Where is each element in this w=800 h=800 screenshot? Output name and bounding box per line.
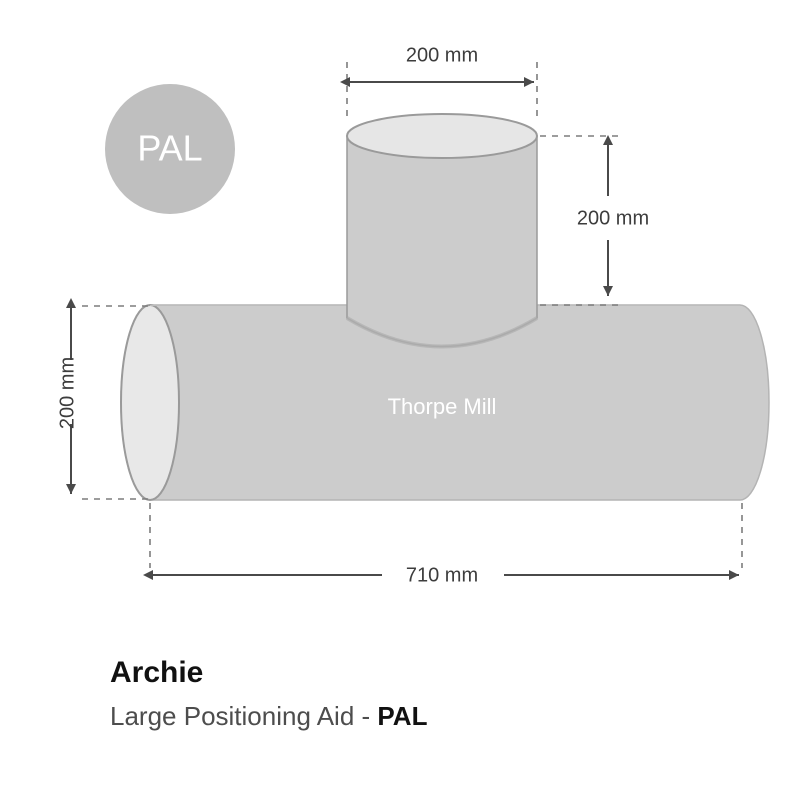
- horizontal-cylinder: [120, 304, 770, 501]
- product-subtitle: Large Positioning Aid - PAL: [110, 701, 428, 731]
- pal-badge: PAL: [105, 84, 235, 214]
- pal-badge-circle: [105, 84, 235, 214]
- dimension-label-run-length: 710 mm: [406, 564, 478, 586]
- vertical-cylinder-top-ellipse: [346, 113, 538, 159]
- dimension-branch-height: 200 mm: [540, 135, 649, 306]
- vertical-cylinder-saddle-shadow: [345, 316, 539, 349]
- dimension-label-branch-height: 200 mm: [577, 207, 649, 229]
- dimension-label-run-diameter: 200 mm: [56, 357, 78, 429]
- product-title: Archie: [110, 656, 203, 689]
- product-subtitle-code: PAL: [377, 701, 427, 731]
- product-body-label: Thorpe Mill: [388, 394, 497, 419]
- dimension-run-length: 710 mm: [143, 503, 743, 586]
- vertical-cylinder: [345, 113, 539, 349]
- dimension-label-branch-diameter: 200 mm: [406, 44, 478, 66]
- product-subtitle-main: Large Positioning Aid -: [110, 701, 377, 731]
- dimension-run-diameter: 200 mm: [56, 298, 150, 500]
- dimension-branch-diameter: 200 mm: [340, 44, 538, 122]
- pal-badge-label: PAL: [137, 128, 202, 169]
